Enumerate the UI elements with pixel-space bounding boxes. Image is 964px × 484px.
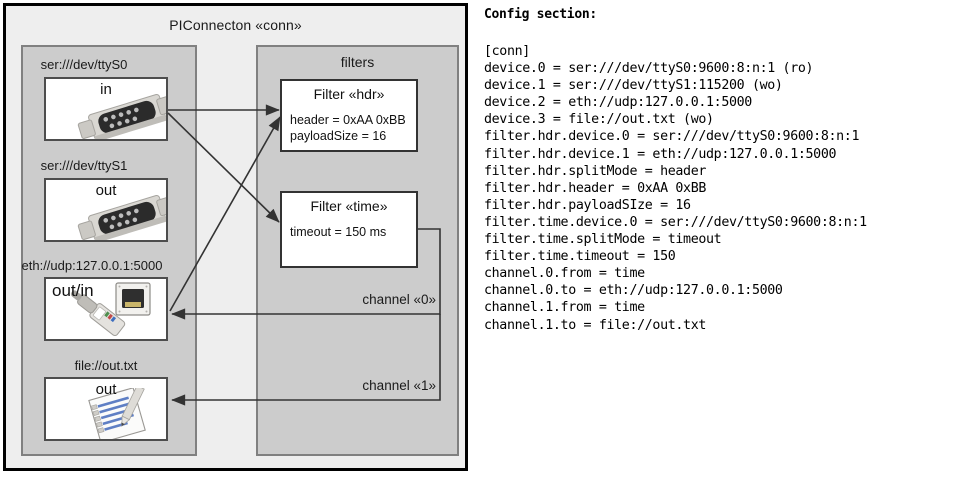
text-document-edit-icon: [88, 388, 146, 439]
device-direction-out: out: [95, 182, 117, 199]
device-direction-in: in: [100, 81, 112, 98]
device-box-ser-ttyS0[interactable]: in: [44, 77, 168, 141]
channel-label-1: channel «1»: [362, 378, 436, 393]
filter-hdr-attr-header: header = 0xAA 0xBB: [290, 113, 406, 127]
device-box-ser-ttyS1[interactable]: out: [44, 178, 168, 242]
device-box-eth-udp[interactable]: out/in: [44, 277, 168, 341]
device-label-ser-ttyS0: ser:///dev/ttyS0: [40, 57, 128, 72]
filter-box-time[interactable]: Filter «time» timeout = 150 ms: [280, 191, 418, 268]
filter-box-hdr[interactable]: Filter «hdr» header = 0xAA 0xBB payloadS…: [280, 79, 418, 152]
config-lines: [conn] device.0 = ser:///dev/ttyS0:9600:…: [484, 44, 867, 333]
device-direction-out-file: out: [95, 381, 117, 398]
config-heading: Config section:: [484, 7, 597, 22]
filters-panel-title: filters: [340, 54, 375, 70]
ethernet-rj45-jack-icon: [70, 282, 151, 337]
config-section: Config section: [conn] device.0 = ser://…: [478, 0, 964, 484]
filter-hdr-title: Filter «hdr»: [313, 86, 385, 102]
filter-time-title: Filter «time»: [310, 198, 388, 214]
device-box-file-out[interactable]: out: [44, 377, 168, 441]
device-direction-out-in: out/in: [52, 281, 94, 300]
diagram-title: PIConnecton «conn»: [169, 17, 302, 33]
connection-diagram: PIConnecton «conn» filters ser:///dev/tt…: [0, 0, 478, 484]
filter-time-attr-timeout: timeout = 150 ms: [290, 225, 387, 239]
serial-db9-connector-icon: [77, 194, 166, 240]
device-label-ser-ttyS1: ser:///dev/ttyS1: [40, 158, 128, 173]
filter-hdr-attr-payload: payloadSize = 16: [290, 129, 387, 143]
device-label-file-out: file://out.txt: [74, 358, 138, 373]
device-label-eth-udp: eth://udp:127.0.0.1:5000: [21, 258, 163, 273]
serial-db9-connector-icon: [77, 93, 166, 139]
filter-hdr-attrs: header = 0xAA 0xBB payloadSize = 16: [290, 112, 406, 144]
filter-time-attrs: timeout = 150 ms: [290, 224, 386, 240]
channel-label-0: channel «0»: [362, 292, 436, 307]
